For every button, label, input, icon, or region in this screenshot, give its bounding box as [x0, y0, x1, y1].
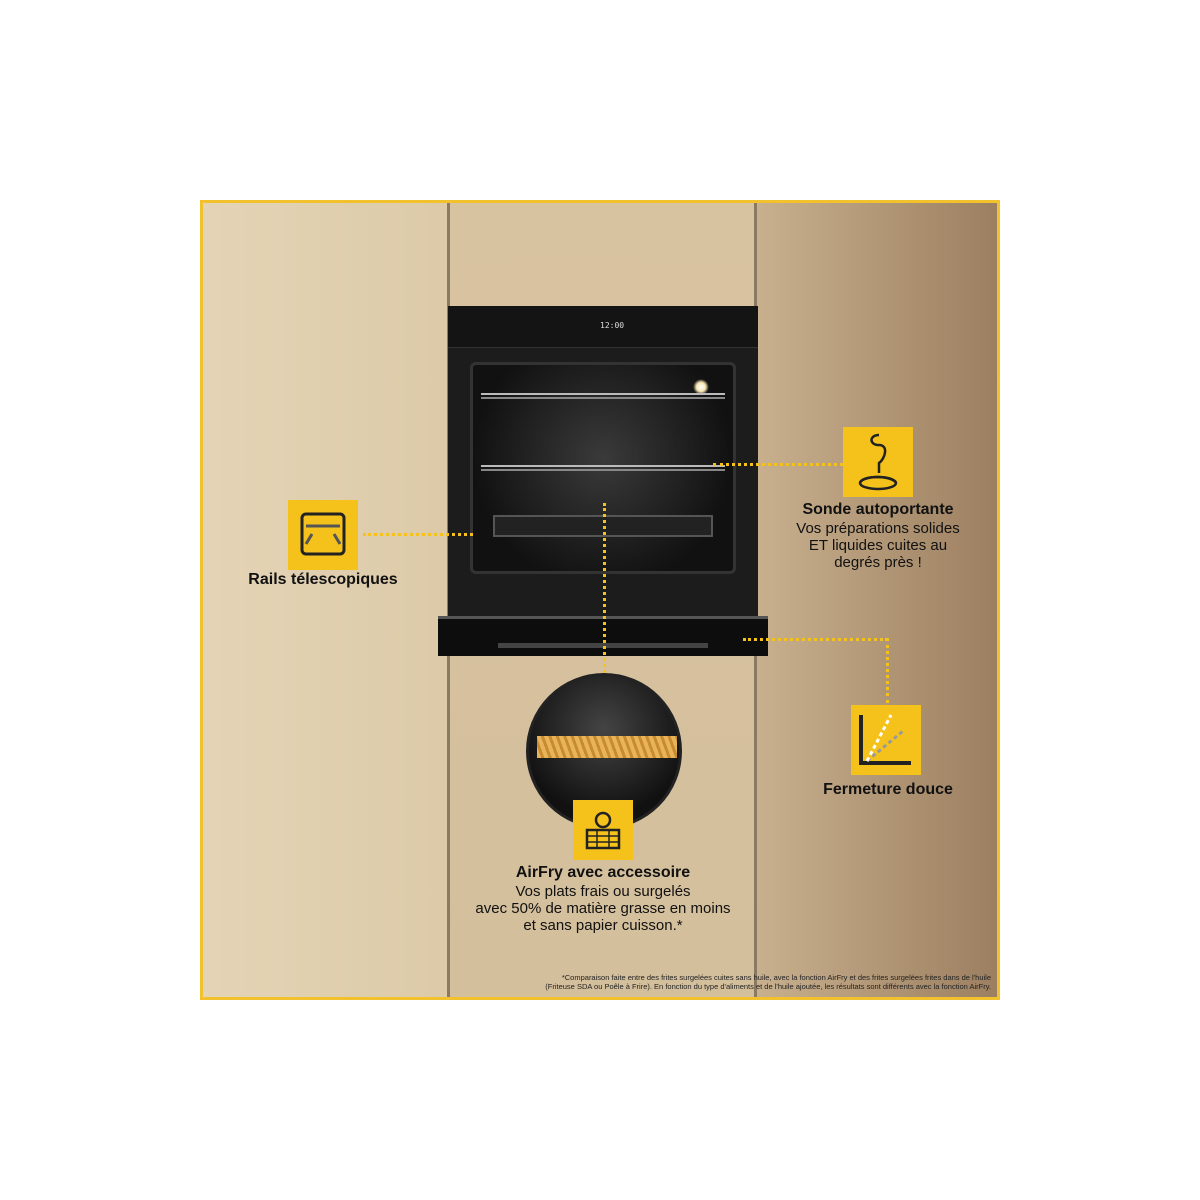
probe-title: Sonde autoportante	[802, 501, 954, 518]
probe-description-line: degrés près !	[834, 554, 922, 571]
rails-title: Rails télescopiques	[248, 571, 398, 588]
connector-probe	[713, 463, 843, 466]
control-panel: 12:00	[448, 306, 758, 348]
fries	[537, 736, 677, 758]
probe-icon	[843, 427, 913, 497]
soft-close-title: Fermeture douce	[823, 781, 953, 798]
oven-rack	[481, 465, 725, 471]
airfry-description-line: avec 50% de matière grasse en moins	[475, 900, 731, 917]
oven-rack	[481, 393, 725, 399]
connector-airfry	[603, 503, 606, 673]
probe-description-line: ET liquides cuites au	[808, 537, 948, 554]
telescopic-rails-icon	[288, 500, 358, 570]
airfry-description-line: et sans papier cuisson.*	[523, 917, 683, 934]
airfry-title: AirFry avec accessoire	[515, 864, 691, 881]
probe-description-line: Vos préparations solides	[796, 520, 960, 537]
airfry-description-line: Vos plats frais ou surgelés	[515, 883, 691, 900]
footnote: *Comparaison faite entre des frites surg…	[545, 973, 991, 991]
oven-display: 12:00	[600, 321, 625, 330]
connector-rails	[363, 533, 473, 536]
cabinet-panel-right	[757, 203, 997, 997]
connector-soft-close	[743, 638, 888, 641]
probe-description: Vos préparations solides ET liquides cui…	[768, 520, 988, 571]
product-frame: 12:00 Rails télescopiques Sonde autoport…	[200, 200, 1000, 1000]
cabinet-panel-left	[203, 203, 447, 997]
airfry-description: Vos plats frais ou surgelés avec 50% de …	[443, 883, 763, 934]
connector-soft-close	[886, 638, 889, 703]
airfry-basket-icon	[573, 800, 633, 860]
oven-lamp	[693, 379, 709, 395]
soft-close-door-icon	[851, 705, 921, 775]
footnote-line: *Comparaison faite entre des frites surg…	[561, 973, 991, 982]
footnote-line: (Friteuse SDA ou Poêle à Frire). En fonc…	[545, 982, 991, 991]
